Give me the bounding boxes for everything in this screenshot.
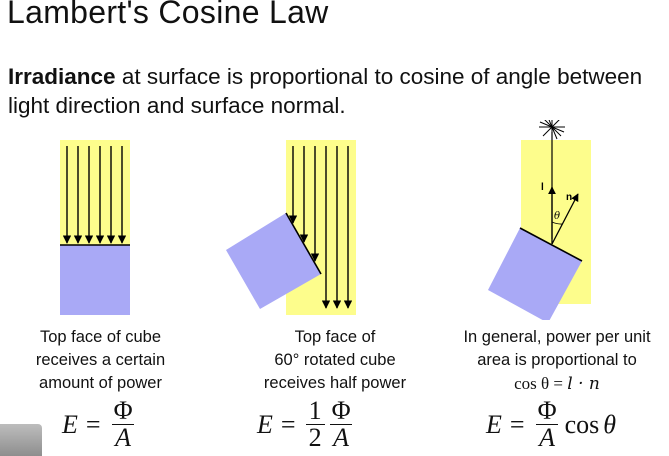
caption-line: area is proportional to	[477, 351, 637, 369]
sun-icon	[539, 120, 565, 140]
light-rays	[62, 146, 127, 244]
equation-general: E = Φ A cos θ	[486, 398, 616, 451]
cube-face	[488, 228, 582, 320]
cosine-formula-eq: =	[553, 374, 564, 393]
lambert-figure: l n θ	[60, 120, 591, 320]
caption-general: In general, power per unit area is propo…	[445, 326, 669, 396]
diagram-flat-cube	[60, 140, 130, 315]
eq-denominator: A	[112, 424, 135, 451]
caption-line: amount of power	[39, 374, 162, 392]
caption-line: In general, power per unit	[463, 328, 651, 346]
eq-numerator: Φ	[113, 396, 133, 425]
caption-line: 60° rotated cube	[274, 351, 396, 369]
eq-E: E	[486, 409, 502, 439]
theta-arc	[551, 221, 563, 225]
cosine-formula-lhs: cos θ	[514, 374, 550, 393]
intro-text: Irradiance at surface is proportional to…	[8, 62, 648, 120]
caption-flat: Top face of cube receives a certain amou…	[18, 326, 183, 395]
caption-line: receives a certain	[35, 351, 166, 369]
light-rays	[288, 146, 353, 309]
eq-fraction: Φ A	[535, 398, 560, 451]
eq-equals: =	[85, 409, 101, 439]
caption-line: Top face of	[294, 328, 376, 346]
cube-face	[60, 245, 130, 315]
cube-face	[226, 213, 321, 309]
caption-line: Top face of cube	[39, 328, 162, 346]
eq-equals: =	[280, 409, 296, 439]
diagram-general: l n θ	[488, 120, 591, 320]
eq-E: E	[62, 409, 78, 439]
theta-label: θ	[554, 211, 560, 222]
diagram-rotated-cube	[226, 140, 356, 315]
eq-theta: θ	[603, 409, 617, 439]
eq-denominator: 2	[305, 424, 325, 451]
eq-cos: cos	[564, 409, 600, 439]
eq-fraction: Φ A	[329, 398, 354, 451]
eq-denominator: A	[536, 424, 559, 451]
l-label: l	[541, 182, 544, 193]
intro-rest: at surface is proportional to cosine of …	[8, 64, 643, 118]
eq-half-fraction: 1 2	[305, 396, 325, 451]
video-thumbnail	[0, 424, 42, 456]
eq-equals: =	[509, 409, 525, 439]
cosine-formula: cos θ = l · n	[445, 372, 669, 396]
eq-fraction: Φ A	[111, 398, 136, 451]
eq-numerator: Φ	[537, 396, 557, 425]
surface-line	[519, 227, 583, 262]
light-beam	[286, 140, 356, 315]
slide-title: Lambert's Cosine Law	[7, 0, 329, 30]
equation-rotated: E = 1 2 Φ A	[257, 398, 356, 451]
cosine-formula-rhs: l · n	[567, 374, 600, 394]
caption-rotated: Top face of 60° rotated cube receives ha…	[245, 326, 425, 395]
eq-denominator: A	[330, 424, 353, 451]
caption-line: receives half power	[263, 374, 407, 392]
n-vector	[551, 193, 579, 245]
equation-flat: E = Φ A	[62, 398, 138, 451]
eq-E: E	[257, 409, 273, 439]
light-beam	[60, 140, 130, 245]
eq-numerator: 1	[308, 396, 322, 425]
irradiance-term: Irradiance	[8, 64, 116, 89]
n-label: n	[566, 192, 572, 203]
eq-numerator: Φ	[331, 396, 351, 425]
